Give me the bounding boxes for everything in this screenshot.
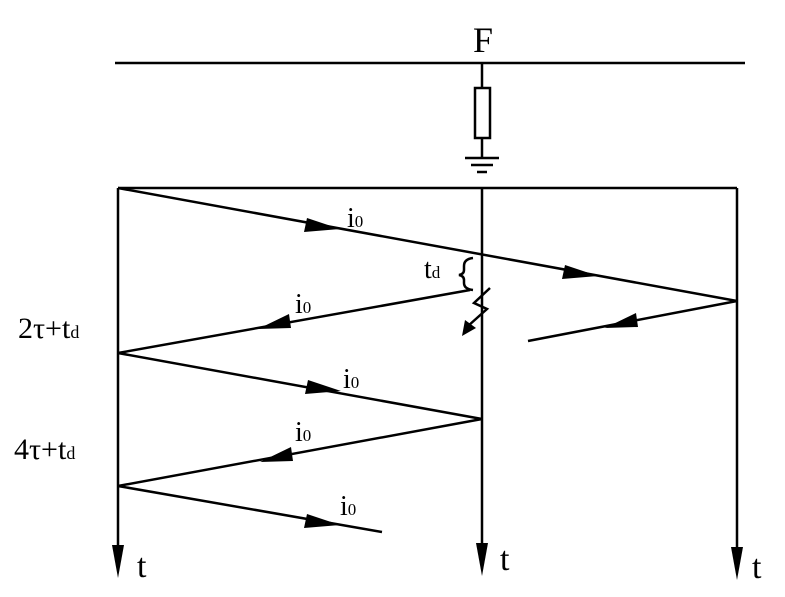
time-mark-2tau: 2τ+td <box>18 312 79 345</box>
time-mark-4tau: 4τ+td <box>14 433 75 466</box>
time-arrow-right <box>731 547 743 580</box>
wave-arrow-3 <box>305 380 341 394</box>
wave-arrow-2 <box>258 314 291 329</box>
time-arrow-left <box>112 545 124 578</box>
ground-icon <box>465 156 499 174</box>
current-label-3: i0 <box>343 364 359 395</box>
bus-label: F <box>473 20 493 60</box>
time-label-middle: t <box>500 541 510 578</box>
wave-path-4 <box>117 417 483 488</box>
current-label-2: i0 <box>295 289 311 320</box>
wave-arrow-1a <box>304 218 340 232</box>
current-label-5: i0 <box>340 491 356 522</box>
wave-path-2 <box>117 288 471 355</box>
time-arrow-middle <box>476 543 488 576</box>
wave-path-3 <box>117 351 483 421</box>
wave-arrow-1b <box>562 265 598 279</box>
time-label-right: t <box>752 549 762 586</box>
wave-path-1 <box>117 186 738 303</box>
time-label-left: t <box>137 548 147 585</box>
grounding-resistor <box>473 63 492 158</box>
fault-lightning-icon <box>462 287 491 336</box>
wave-arrow-5 <box>304 514 340 528</box>
wave-arrow-4 <box>260 447 293 462</box>
current-label-4: i0 <box>295 417 311 448</box>
current-label-1: i0 <box>347 203 363 234</box>
fault-delay-label: td <box>424 254 441 285</box>
wave-arrow-reflected-right <box>605 313 638 328</box>
wave-path-5 <box>117 484 383 534</box>
delay-brace-icon <box>458 256 474 292</box>
